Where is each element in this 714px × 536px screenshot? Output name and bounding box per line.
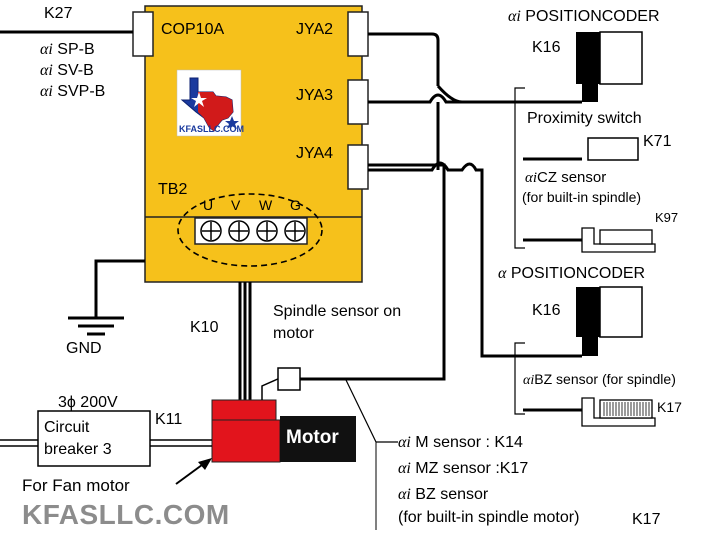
- k17-right-label: K17: [657, 399, 682, 415]
- proximity-switch-body: [587, 137, 639, 161]
- bz-sensor-gear-teeth: [603, 402, 650, 416]
- breaker-label-1: Circuit: [44, 419, 90, 436]
- positioncoder-bottom-black: [576, 287, 600, 337]
- terminal-w-label: W: [259, 197, 273, 213]
- fan-motor-arrowhead: [198, 458, 212, 470]
- positioncoder-bottom-body: [599, 286, 643, 338]
- tb2-highlight-ellipse: [177, 193, 323, 267]
- k17-bottom-label: K17: [632, 511, 661, 528]
- ai-positioncoder-label: αi POSITIONCODER: [508, 8, 660, 25]
- sp-b-text: SP-B: [57, 41, 95, 58]
- k10-label: K10: [190, 319, 219, 336]
- terminal-g-label: G: [290, 197, 301, 213]
- ai-mz-sensor-text: MZ sensor :K17: [415, 460, 529, 477]
- a-positioncoder-label: α POSITIONCODER: [498, 265, 646, 282]
- sp-b-label: αi SP-B: [40, 41, 95, 58]
- k97-label: K97: [655, 210, 679, 225]
- terminal-v-label: V: [231, 197, 241, 213]
- tb2-label: TB2: [158, 181, 188, 198]
- cop10a-label: COP10A: [161, 21, 225, 38]
- motor-label: Motor: [286, 427, 339, 448]
- proximity-switch-label: Proximity switch: [527, 110, 642, 127]
- motor-black-body: [280, 416, 356, 462]
- k71-label: K71: [643, 133, 672, 150]
- positioncoder-top-black: [576, 32, 600, 84]
- jya4-motor-sensor-cable: [300, 163, 446, 381]
- positioncoder-bottom-shaft: [582, 332, 598, 356]
- spindle-sensor-label-2: motor: [273, 325, 314, 342]
- jya2-label: JYA2: [296, 21, 334, 38]
- fan-motor-arrow: [175, 461, 207, 485]
- jya3-label: JYA3: [296, 87, 334, 104]
- ai-bz-sensor-label: αi BZ sensor: [398, 486, 489, 503]
- ai-positioncoder-text: POSITIONCODER: [525, 8, 660, 25]
- k10-power-cable: [238, 282, 252, 400]
- sv-b-label: αi SV-B: [40, 62, 94, 79]
- jya4-connector: [347, 144, 369, 190]
- svp-b-text: SVP-B: [57, 83, 106, 100]
- jya3-cable: [368, 93, 515, 104]
- cz-sensor-bracket: [581, 227, 656, 253]
- cz-sensor-body: [599, 229, 653, 245]
- bz-for-builtin-motor-label: (for built-in spindle motor): [398, 509, 580, 526]
- gnd-wire: [94, 259, 145, 318]
- watermark-text: KFASLLC.COM: [22, 499, 230, 530]
- aicz-sensor-label: αiCZ sensor: [525, 169, 607, 186]
- cop10a-connector: [132, 11, 154, 57]
- jya2-cable: [368, 32, 440, 86]
- aibz-sensor-text: BZ sensor (for spindle): [534, 371, 676, 387]
- motor-red-body: [211, 419, 281, 463]
- k11-label: K11: [155, 411, 183, 428]
- spindle-sensor-label-1: Spindle sensor on: [273, 303, 402, 320]
- positioncoder-top-body: [599, 31, 643, 85]
- k27-label: K27: [44, 5, 73, 22]
- bottom-bus-bracket: [514, 342, 525, 415]
- sv-b-text: SV-B: [57, 62, 94, 79]
- cz-for-builtin-label: (for built-in spindle): [522, 189, 642, 205]
- a-positioncoder-text: POSITIONCODER: [510, 265, 646, 282]
- k16-bottom-label: K16: [532, 302, 561, 319]
- top-bus-bracket: [514, 87, 525, 249]
- gnd-label: GND: [66, 340, 102, 357]
- spindle-sensor-box: [277, 367, 301, 391]
- kfasllc-logo: [176, 69, 242, 137]
- positioncoder-top-shaft: [582, 80, 598, 102]
- jya4-label: JYA4: [296, 145, 334, 162]
- power-label: 3ϕ 200V: [58, 394, 118, 411]
- jya4-spindle-cable: [368, 161, 515, 358]
- fan-motor-label: For Fan motor: [22, 476, 130, 495]
- jya2-merge: [436, 85, 463, 104]
- aibz-sensor-label: αiBZ sensor (for spindle): [523, 371, 676, 388]
- circuit-breaker-box: [37, 410, 151, 467]
- tb2-screws: [200, 220, 306, 242]
- logo-caption: KFASLLC.COM: [179, 124, 244, 134]
- breaker-label-2: breaker 3: [44, 441, 112, 458]
- k16-top-label: K16: [532, 39, 561, 56]
- bz-sensor-body: [599, 399, 653, 419]
- bz-sensor-bracket: [581, 397, 656, 427]
- ai-mz-sensor-label: αi MZ sensor :K17: [398, 460, 529, 477]
- aicz-sensor-text: CZ sensor: [537, 169, 607, 186]
- ai-m-sensor-text: M sensor : K14: [415, 434, 523, 451]
- svp-b-label: αi SVP-B: [40, 83, 106, 100]
- terminal-u-label: U: [203, 197, 214, 213]
- ai-m-sensor-label: αi M sensor : K14: [398, 434, 523, 451]
- spindle-sensor-lead: [261, 377, 281, 400]
- jya2-connector: [347, 11, 369, 57]
- motor-fan-housing: [211, 399, 277, 421]
- ai-bz-sensor-text: BZ sensor: [415, 486, 489, 503]
- jya3-connector: [347, 79, 369, 125]
